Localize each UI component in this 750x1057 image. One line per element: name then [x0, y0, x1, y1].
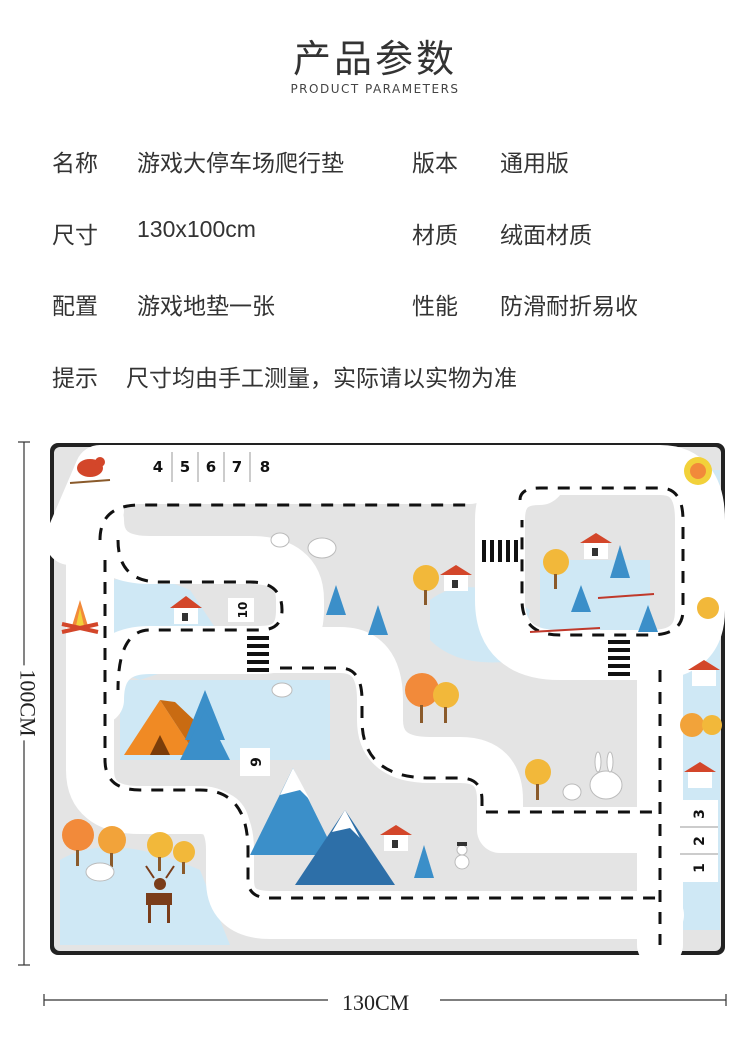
- deer-illustration: [145, 865, 175, 923]
- parking-number-6: 6: [206, 458, 216, 476]
- parking-lot-right: 3 2 1: [680, 800, 718, 882]
- parking-number-8: 8: [260, 458, 270, 476]
- crosswalks: [247, 540, 630, 676]
- param-material-label: 材质: [412, 223, 458, 249]
- svg-text:10: 10: [236, 602, 250, 619]
- param-name-value: 游戏大停车场爬行垫: [137, 151, 344, 177]
- svg-text:9: 9: [249, 757, 265, 767]
- sun-illustration: [684, 457, 712, 485]
- rabbit-illustration: [562, 751, 623, 801]
- spot-sign-9: 9: [240, 748, 270, 776]
- param-feature-label: 性能: [412, 294, 458, 320]
- param-tip-value: 尺寸均由手工测量，实际请以实物为准: [126, 366, 517, 392]
- param-size-value: 130x100cm: [137, 216, 256, 242]
- parking-number-1: 1: [692, 863, 708, 873]
- road-dashes: [98, 486, 685, 945]
- page-title: 产品参数: [292, 37, 457, 81]
- parking-number-2: 2: [692, 836, 708, 846]
- param-size-label: 尺寸: [52, 223, 98, 249]
- page-subtitle: PRODUCT PARAMETERS: [290, 82, 460, 96]
- param-version-value: 通用版: [500, 151, 569, 177]
- param-config-label: 配置: [52, 294, 98, 320]
- fox-illustration: [85, 682, 293, 882]
- param-config-value: 游戏地垫一张: [137, 294, 275, 320]
- fences: [529, 593, 655, 633]
- bird-illustration: [69, 457, 111, 484]
- spot-sign-10: 10: [228, 598, 254, 622]
- snowman-illustration: [454, 842, 470, 870]
- parking-number-4: 4: [153, 458, 163, 476]
- campfire-illustration: [61, 600, 99, 634]
- parking-number-3: 3: [692, 809, 708, 819]
- param-version-label: 版本: [412, 151, 458, 177]
- height-dimension-label: 100CM: [14, 665, 41, 741]
- param-material-value: 绒面材质: [500, 223, 592, 249]
- width-dimension-line: [43, 994, 727, 1006]
- pine-trees: [180, 545, 658, 878]
- param-tip-label: 提示: [52, 366, 98, 392]
- sheep-illustration: [270, 532, 337, 559]
- road-network: [45, 445, 725, 968]
- houses: [170, 533, 720, 851]
- parking-number-5: 5: [180, 458, 190, 476]
- mountains: [250, 768, 395, 885]
- width-dimension-label: 130CM: [338, 990, 414, 1016]
- param-feature-value: 防滑耐折易收: [500, 294, 638, 320]
- param-name-label: 名称: [52, 151, 98, 177]
- parking-number-7: 7: [232, 458, 242, 476]
- parking-lot-top: 4 5 6 7 8: [146, 452, 278, 482]
- autumn-trees: [62, 549, 722, 874]
